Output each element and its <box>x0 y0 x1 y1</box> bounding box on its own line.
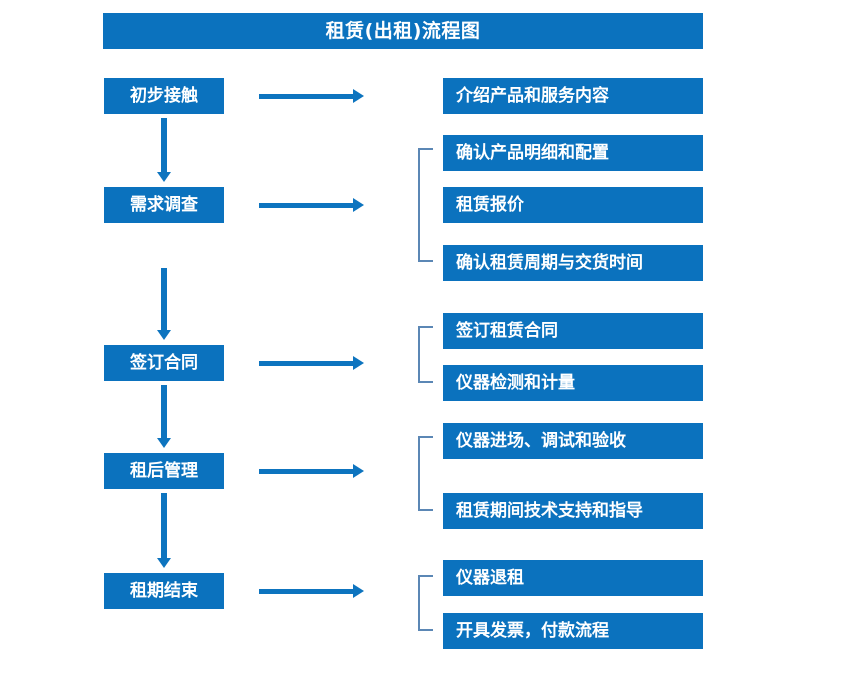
detail-label: 仪器退租 <box>456 567 524 588</box>
detail-box-queren-zulin-zhouqi[interactable]: 确认租赁周期与交货时间 <box>443 245 703 281</box>
arrow-right-icon <box>259 463 364 479</box>
detail-box-zulin-qijian-jishu-zhichi[interactable]: 租赁期间技术支持和指导 <box>443 493 703 529</box>
detail-box-yiqi-tuizu[interactable]: 仪器退租 <box>443 560 703 596</box>
detail-label: 仪器进场、调试和验收 <box>456 430 626 451</box>
stage-label: 租后管理 <box>130 460 198 481</box>
detail-box-kaiju-fapiao-fukuan[interactable]: 开具发票，付款流程 <box>443 613 703 649</box>
arrow-right-icon <box>259 355 364 371</box>
detail-label: 签订租赁合同 <box>456 320 558 341</box>
arrow-down-icon <box>155 385 173 448</box>
stage-label: 租期结束 <box>130 580 198 601</box>
stage-label: 初步接触 <box>130 85 198 106</box>
arrow-right-icon <box>259 88 364 104</box>
stage-box-qianding-hetong[interactable]: 签订合同 <box>104 345 224 381</box>
group-bracket-icon <box>418 326 433 383</box>
detail-label: 介绍产品和服务内容 <box>456 85 609 106</box>
detail-box-yiqi-jiance-jiliang[interactable]: 仪器检测和计量 <box>443 365 703 401</box>
arrow-down-icon <box>155 493 173 568</box>
detail-label: 仪器检测和计量 <box>456 372 575 393</box>
arrow-right-icon <box>259 197 364 213</box>
arrow-down-icon <box>155 268 173 340</box>
stage-box-zuhou-guanli[interactable]: 租后管理 <box>104 453 224 489</box>
detail-box-queren-chanpin-mingxi[interactable]: 确认产品明细和配置 <box>443 135 703 171</box>
detail-box-yiqi-jinchang-tiaoshi[interactable]: 仪器进场、调试和验收 <box>443 423 703 459</box>
group-bracket-icon <box>418 575 433 631</box>
detail-box-jieshao-chanpin[interactable]: 介绍产品和服务内容 <box>443 78 703 114</box>
stage-label: 签订合同 <box>130 352 198 373</box>
stage-box-zuqi-jieshu[interactable]: 租期结束 <box>104 573 224 609</box>
chart-title-bar: 租赁(出租)流程图 <box>103 13 703 49</box>
stage-box-chubu-jiechu[interactable]: 初步接触 <box>104 78 224 114</box>
detail-label: 开具发票，付款流程 <box>456 620 609 641</box>
detail-label: 租赁期间技术支持和指导 <box>456 500 643 521</box>
stage-box-xuqiu-diaocha[interactable]: 需求调查 <box>104 187 224 223</box>
detail-label: 确认租赁周期与交货时间 <box>456 252 643 273</box>
detail-label: 租赁报价 <box>456 194 524 215</box>
group-bracket-icon <box>418 436 433 511</box>
arrow-right-icon <box>259 583 364 599</box>
detail-box-qianding-zulin-hetong[interactable]: 签订租赁合同 <box>443 313 703 349</box>
detail-label: 确认产品明细和配置 <box>456 142 609 163</box>
arrow-down-icon <box>155 118 173 182</box>
group-bracket-icon <box>418 148 433 262</box>
detail-box-zulin-baojia[interactable]: 租赁报价 <box>443 187 703 223</box>
page-title: 租赁(出租)流程图 <box>325 19 481 42</box>
stage-label: 需求调查 <box>130 194 198 215</box>
